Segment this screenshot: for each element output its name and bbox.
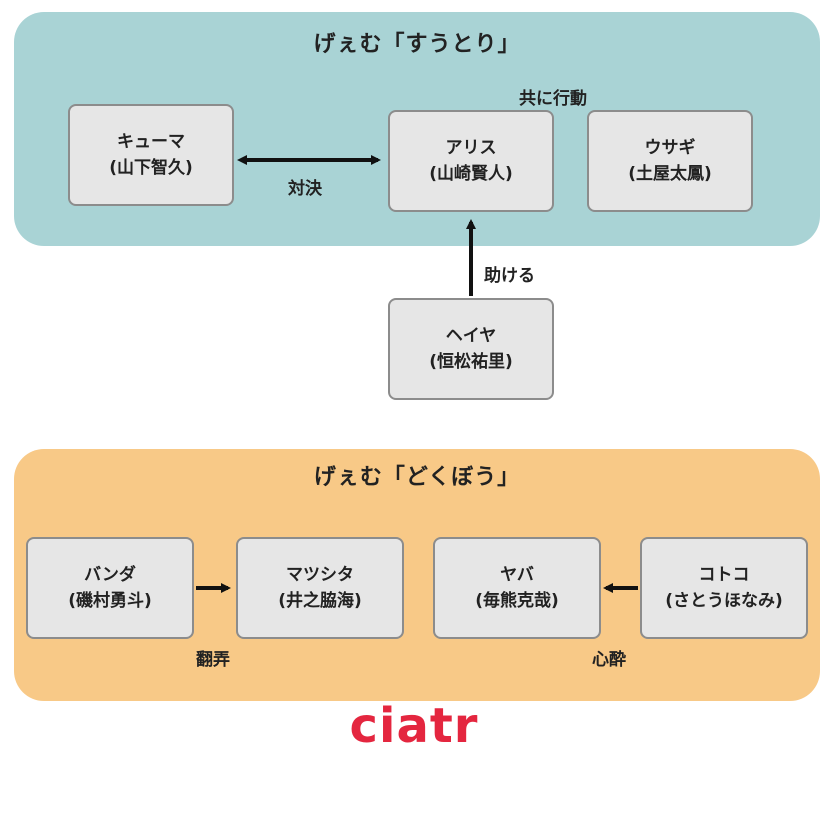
group-title-sutori: げぇむ「すうとり」 — [313, 32, 521, 57]
node-yaba: ヤバ (毎熊克哉) — [433, 537, 601, 639]
relation-label-help: 助ける — [484, 266, 535, 286]
node-banda-name: バンダ — [84, 565, 136, 585]
node-yaba-name: ヤバ — [500, 565, 534, 585]
node-kotoko-name: コトコ — [698, 565, 750, 585]
node-usagi-name: ウサギ — [644, 138, 696, 158]
node-kyuma-name: キューマ — [117, 132, 185, 152]
relation-label-devotion: 心酔 — [592, 650, 626, 670]
node-kotoko: コトコ (さとうほなみ) — [640, 537, 808, 639]
node-matsushita: マツシタ (井之脇海) — [236, 537, 404, 639]
node-usagi: ウサギ (土屋太鳳) — [587, 110, 753, 212]
node-banda: バンダ (磯村勇斗) — [26, 537, 194, 639]
node-alice-actor: (山崎賢人) — [429, 164, 513, 184]
node-kyuma: キューマ (山下智久) — [68, 104, 234, 206]
node-heiya-name: ヘイヤ — [445, 326, 497, 346]
node-matsushita-actor: (井之脇海) — [278, 591, 362, 611]
node-banda-actor: (磯村勇斗) — [68, 591, 152, 611]
node-matsushita-name: マツシタ — [286, 565, 354, 585]
node-heiya-actor: (恒松祐里) — [429, 352, 513, 372]
relation-label-toy-with: 翻弄 — [196, 650, 230, 670]
group-title-dokubo: げぇむ「どくぼう」 — [313, 465, 521, 490]
node-heiya: ヘイヤ (恒松祐里) — [388, 298, 554, 400]
node-usagi-actor: (土屋太鳳) — [628, 164, 712, 184]
node-alice: アリス (山崎賢人) — [388, 110, 554, 212]
node-kyuma-actor: (山下智久) — [109, 158, 193, 178]
relation-label-together: 共に行動 — [519, 89, 587, 109]
node-alice-name: アリス — [445, 138, 497, 158]
node-kotoko-actor: (さとうほなみ) — [665, 591, 783, 611]
node-yaba-actor: (毎熊克哉) — [475, 591, 559, 611]
ciatr-logo: ciatr — [349, 698, 479, 754]
relation-label-confront: 対決 — [288, 179, 322, 199]
